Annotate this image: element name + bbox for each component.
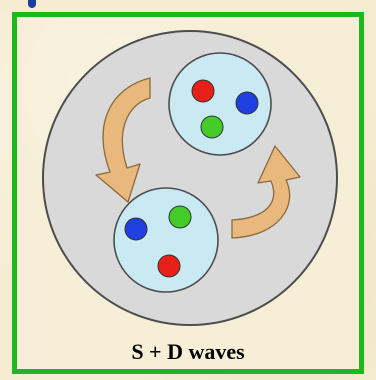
quark-blue <box>125 218 147 240</box>
upper-cluster <box>169 53 271 155</box>
quark-red <box>158 255 180 277</box>
quark-red <box>192 80 214 102</box>
quark-blue <box>236 92 258 114</box>
lower-cluster <box>114 188 218 292</box>
quark-green <box>201 116 223 138</box>
quark-green <box>169 206 191 228</box>
diagram-caption: S + D waves <box>12 340 364 364</box>
